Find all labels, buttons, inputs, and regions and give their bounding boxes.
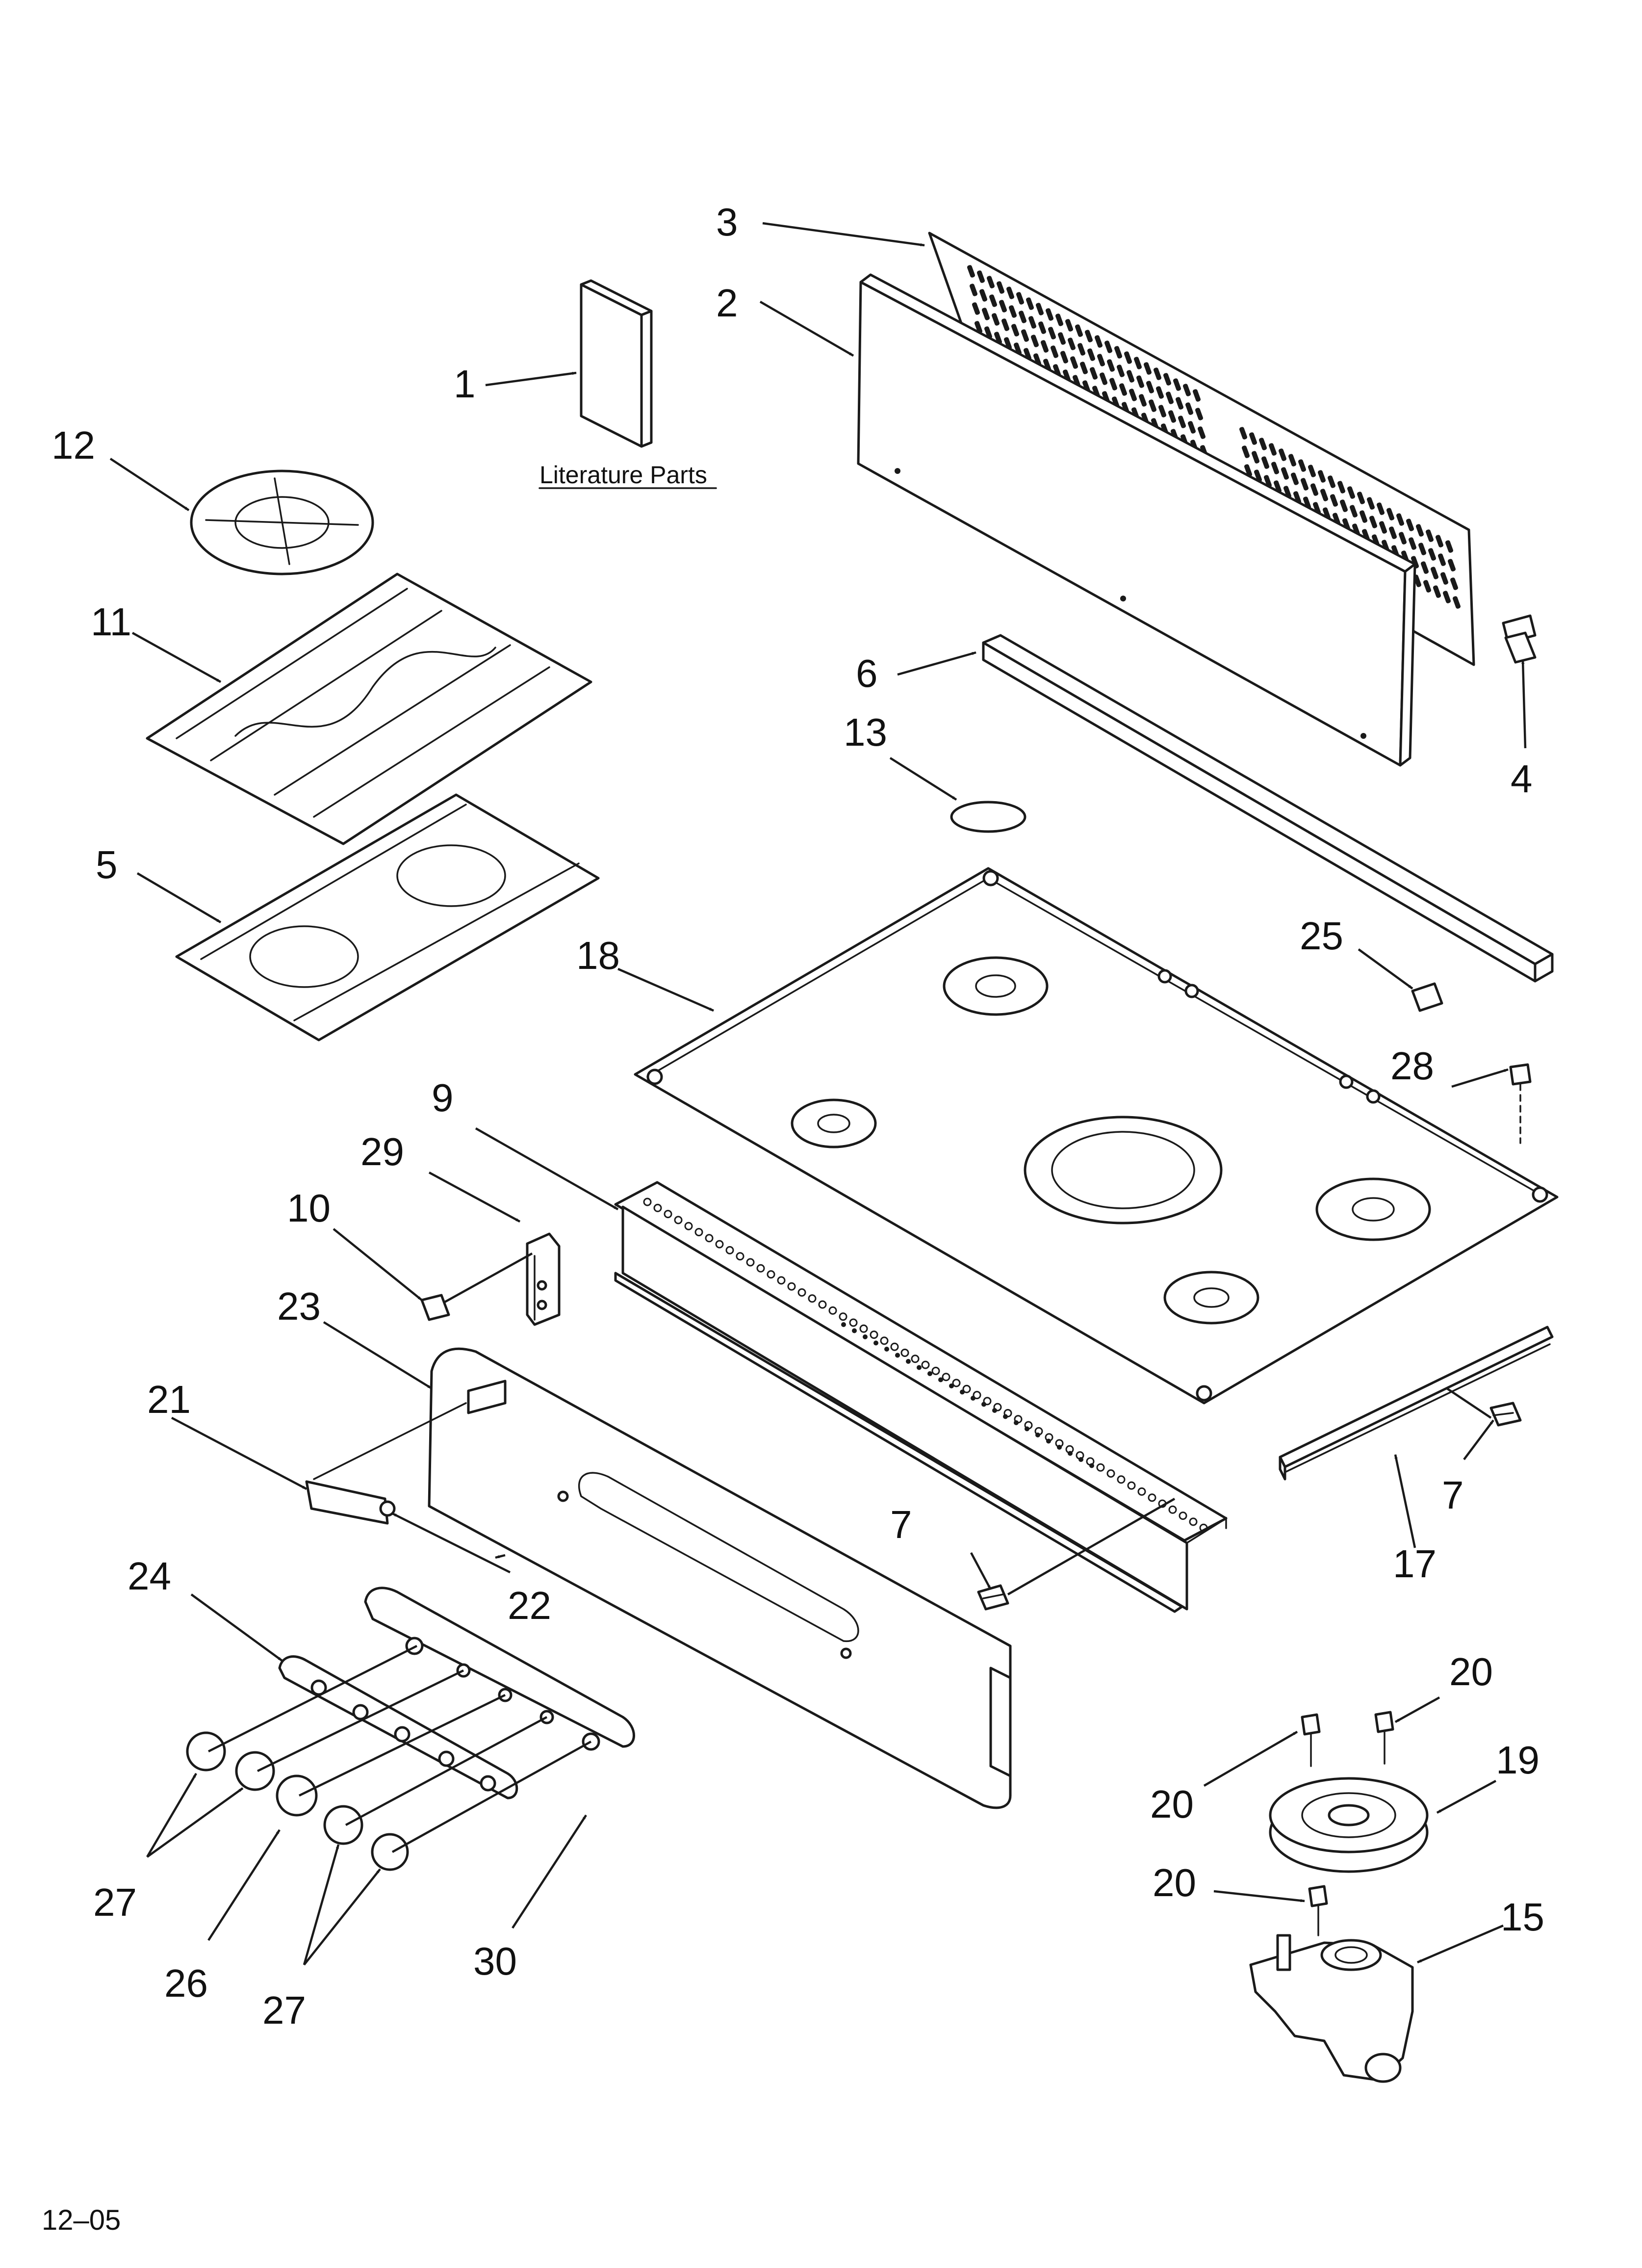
cooktop-screw — [1509, 1063, 1532, 1144]
callout-9: 9 — [432, 1076, 454, 1120]
callout-10: 10 — [287, 1186, 331, 1230]
burner-base — [1269, 1777, 1429, 1873]
callout-30: 30 — [473, 1939, 517, 1983]
callout-2: 2 — [716, 281, 738, 325]
literature-booklet — [580, 279, 653, 448]
callout-7-center: 7 — [890, 1503, 912, 1546]
callout-21: 21 — [147, 1378, 191, 1421]
manifold-bracket — [614, 1181, 1228, 1613]
round-burner-grate — [190, 469, 374, 575]
backguard-panel — [857, 273, 1416, 767]
strip-screw — [1489, 1402, 1522, 1427]
rear-trim-bar — [982, 634, 1554, 983]
callout-17: 17 — [1393, 1542, 1437, 1586]
callout-5: 5 — [96, 843, 118, 886]
callout-4: 4 — [1511, 757, 1533, 801]
callout-3: 3 — [716, 200, 738, 244]
callout-27-center: 27 — [262, 1988, 306, 2032]
badge-screw — [379, 1500, 396, 1517]
callout-27-left: 27 — [93, 1880, 137, 1924]
callout-28: 28 — [1390, 1044, 1434, 1088]
callout-23: 23 — [277, 1284, 321, 1328]
burner-valve-assembly — [1249, 1934, 1414, 2083]
callout-11: 11 — [91, 600, 131, 644]
callout-19: 19 — [1496, 1738, 1539, 1782]
burner-screws — [1301, 1711, 1394, 1936]
callout-6: 6 — [856, 652, 878, 695]
callout-20-top-right: 20 — [1449, 1650, 1493, 1694]
callout-29: 29 — [360, 1130, 404, 1173]
literature-parts-label: Literature Parts — [539, 461, 707, 489]
callout-24: 24 — [128, 1554, 171, 1598]
diagram-footer-code: 12–05 — [42, 2204, 121, 2236]
callout-20-left: 20 — [1150, 1782, 1194, 1826]
leader-arrows — [109, 222, 1527, 1966]
backguard-screw — [1502, 614, 1537, 664]
callout-25: 25 — [1300, 914, 1343, 958]
callout-15: 15 — [1501, 1895, 1544, 1939]
callout-22: 22 — [508, 1584, 551, 1627]
callout-12: 12 — [51, 423, 95, 467]
callout-18: 18 — [576, 934, 620, 977]
control-knobs — [186, 1731, 409, 1871]
bracket-mount-screw — [420, 1252, 533, 1321]
control-badge — [305, 1402, 467, 1525]
griddle-grate — [146, 573, 592, 845]
bezel-gasket — [278, 1655, 518, 1799]
bracket-screw — [977, 1584, 1009, 1611]
trim-screw — [1411, 982, 1443, 1012]
callout-26: 26 — [164, 1961, 208, 2005]
callout-1: 1 — [454, 362, 476, 406]
callout-7-right: 7 — [1442, 1473, 1464, 1517]
double-burner-grate — [175, 793, 600, 1042]
cooktop-surface — [634, 867, 1559, 1405]
callout-13: 13 — [844, 710, 887, 754]
callout-20-lower: 20 — [1153, 1861, 1196, 1904]
control-panel — [428, 1347, 1012, 1809]
ignition-bracket — [526, 1232, 561, 1326]
front-trim-strip — [1279, 1326, 1554, 1481]
burner-cap — [950, 801, 1026, 833]
